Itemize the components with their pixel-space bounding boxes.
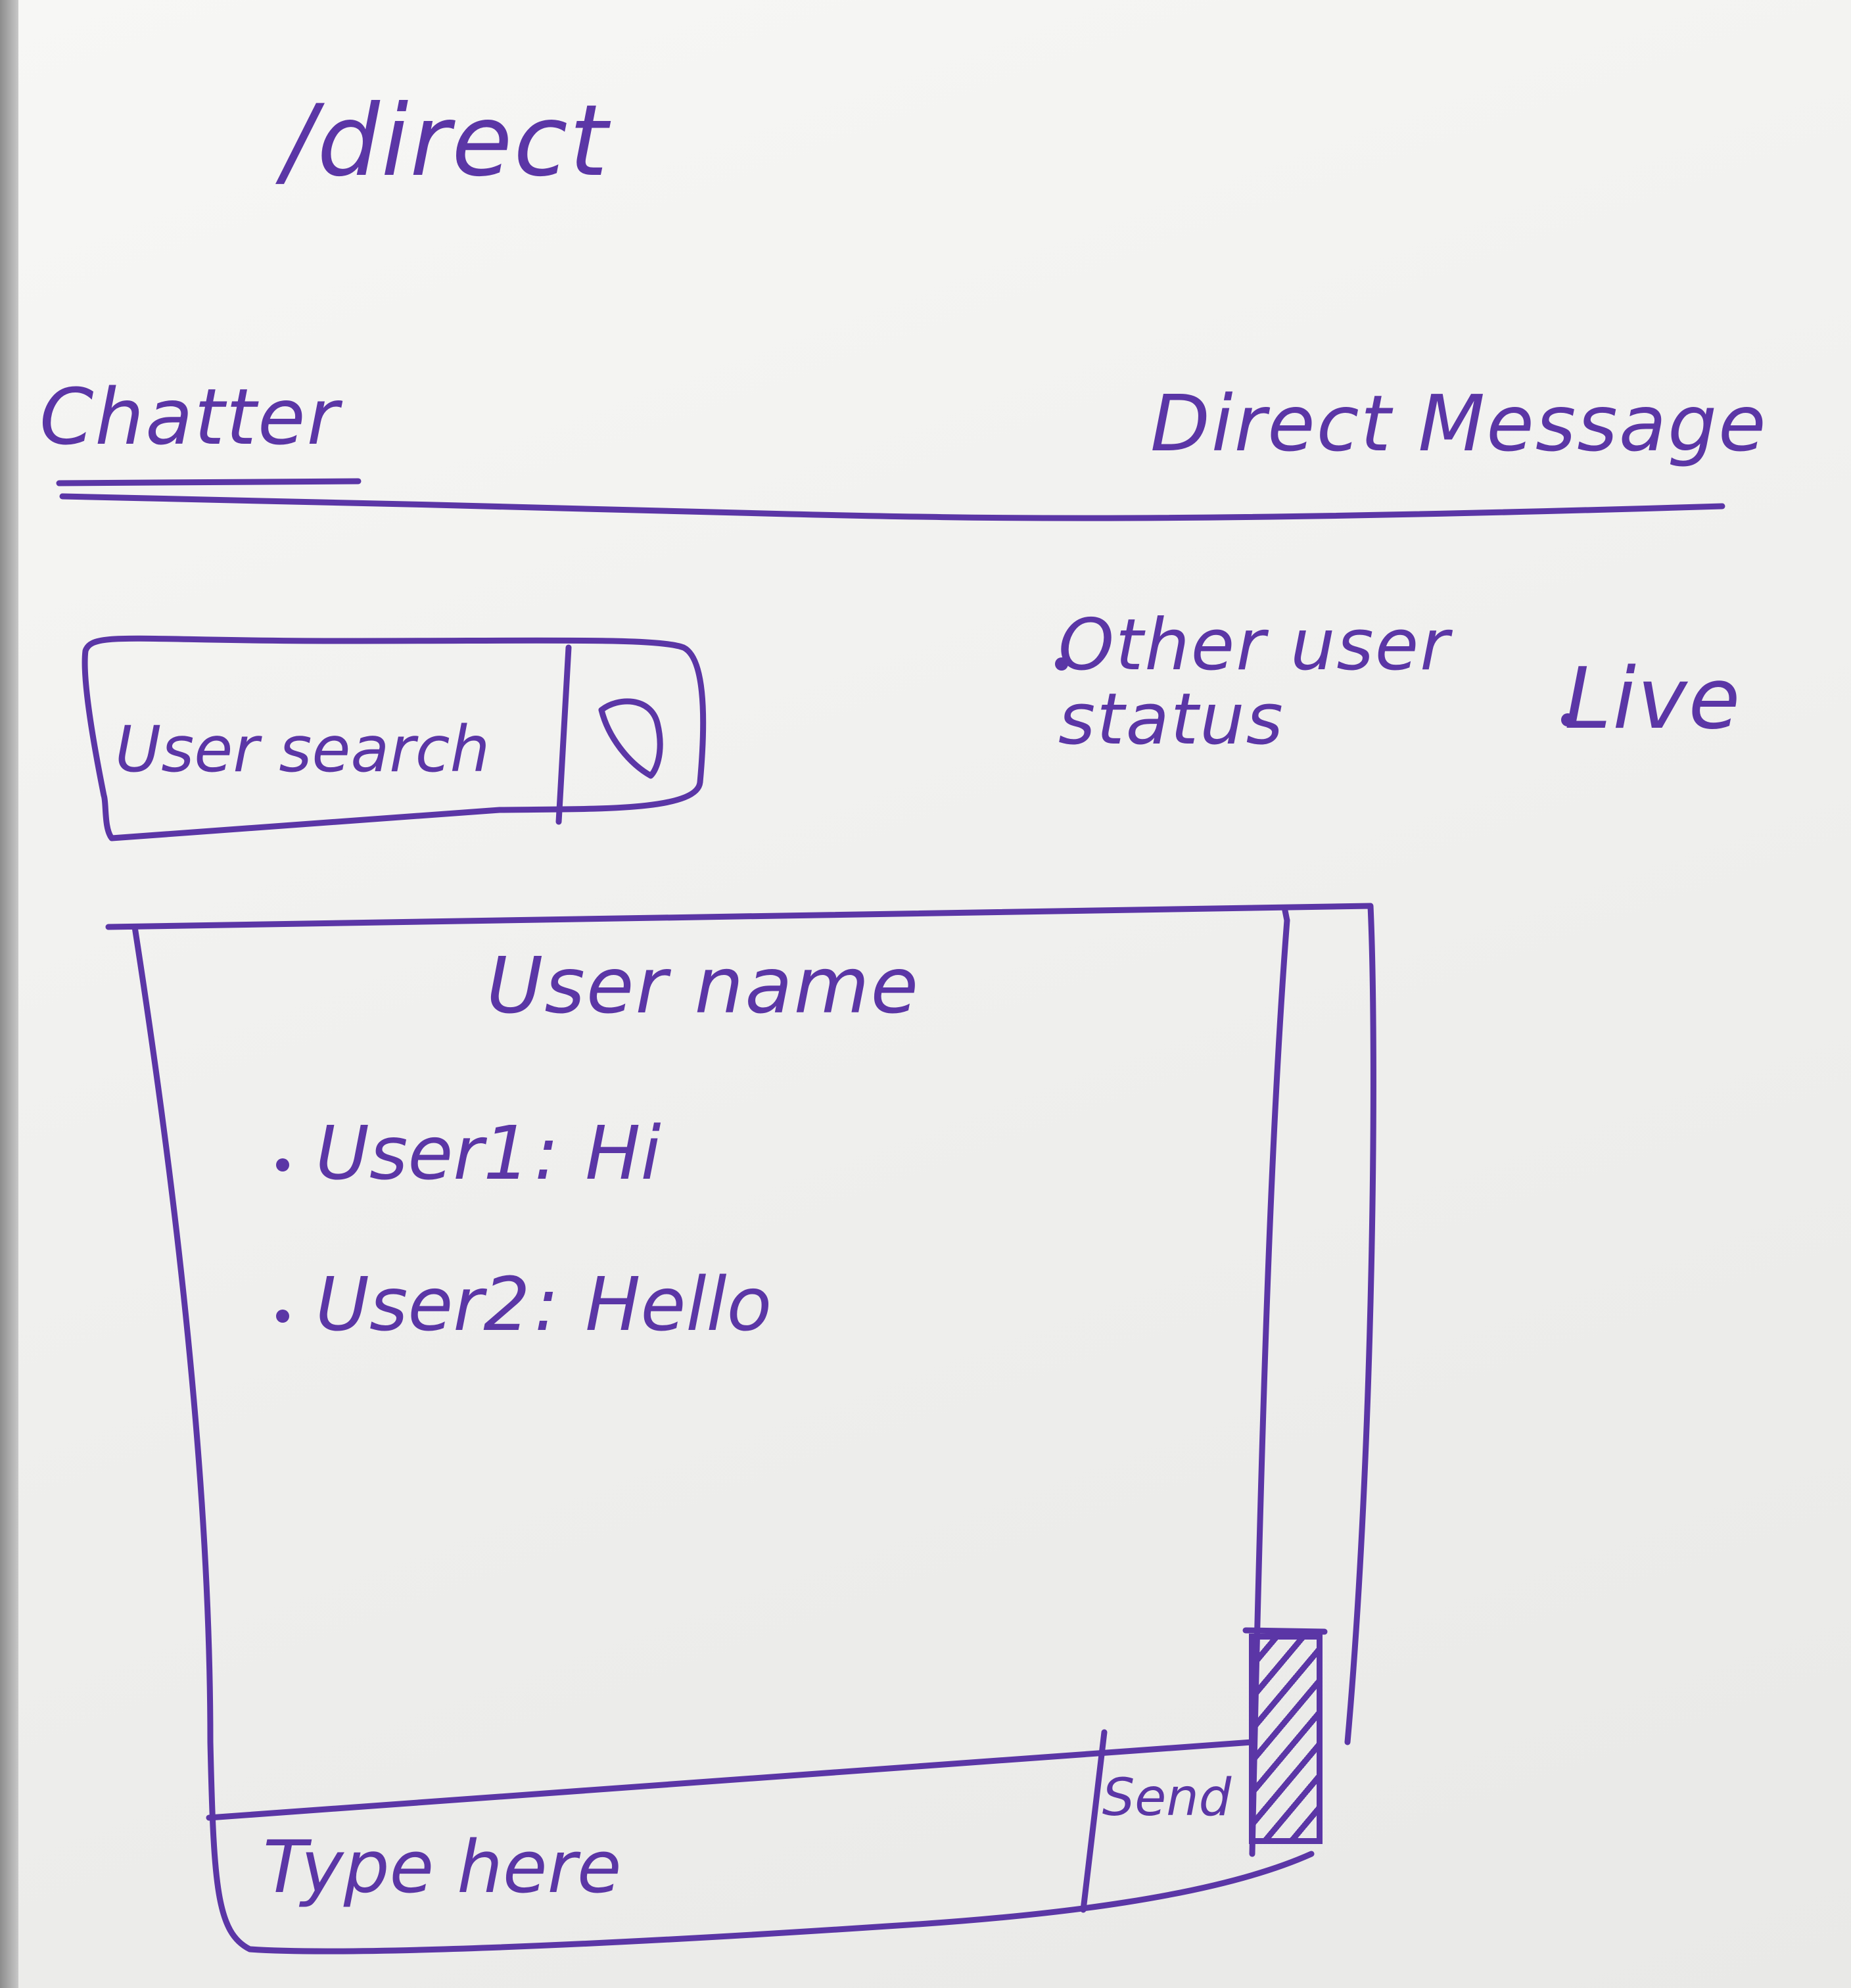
search-button[interactable] (557, 657, 689, 815)
message-separator: : (534, 1262, 559, 1348)
route-heading: /direct (283, 84, 609, 199)
chat-username-title: User name (486, 940, 920, 1031)
whiteboard-frame (0, 0, 18, 1988)
user-search-input[interactable] (115, 687, 549, 812)
direct-message-link[interactable]: Direct Message (1150, 378, 1768, 469)
message-text: Hi (585, 1111, 661, 1196)
scrollbar-thumb[interactable] (1249, 1634, 1323, 1844)
message-sender: User1 (316, 1111, 530, 1196)
send-divider (1080, 1729, 1108, 1913)
status-bullet (1055, 657, 1068, 671)
other-user-status-label: Other user status (1058, 604, 1451, 761)
message-item: User2 : Hello (263, 1262, 772, 1413)
thumb-top-line (1242, 1627, 1328, 1635)
message-bullet (276, 1158, 289, 1172)
message-text: Hello (585, 1262, 772, 1348)
search-box-outline (82, 635, 707, 841)
whiteboard (18, 0, 1851, 1988)
brand-underline (56, 478, 362, 486)
message-compose-input[interactable] (263, 1808, 1052, 1926)
message-item: User1 : Hi (263, 1111, 772, 1262)
message-separator: : (534, 1111, 559, 1196)
status-value: Live (1564, 650, 1742, 748)
send-button[interactable]: Send (1094, 1736, 1239, 1860)
status-value-bullet (1561, 713, 1574, 726)
search-button-divider (555, 644, 572, 825)
search-glyph (598, 698, 663, 779)
message-bullet (276, 1310, 289, 1323)
message-sender: User2 (316, 1262, 530, 1348)
compose-divider (206, 1739, 1255, 1821)
brand-logo[interactable]: Chatter (39, 371, 340, 462)
header-divider (59, 493, 1725, 521)
scrollbar-top (1282, 907, 1290, 924)
message-list: User1 : Hi User2 : Hello (263, 1111, 772, 1413)
